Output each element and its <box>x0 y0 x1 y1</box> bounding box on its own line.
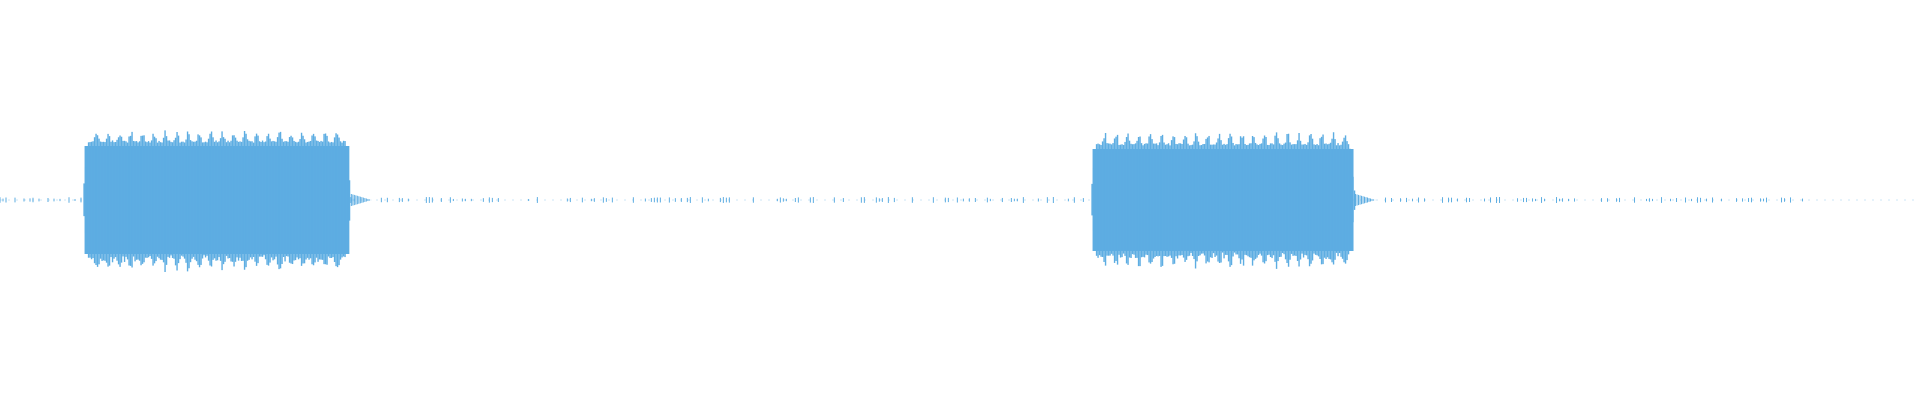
waveform-bars <box>0 130 1804 273</box>
